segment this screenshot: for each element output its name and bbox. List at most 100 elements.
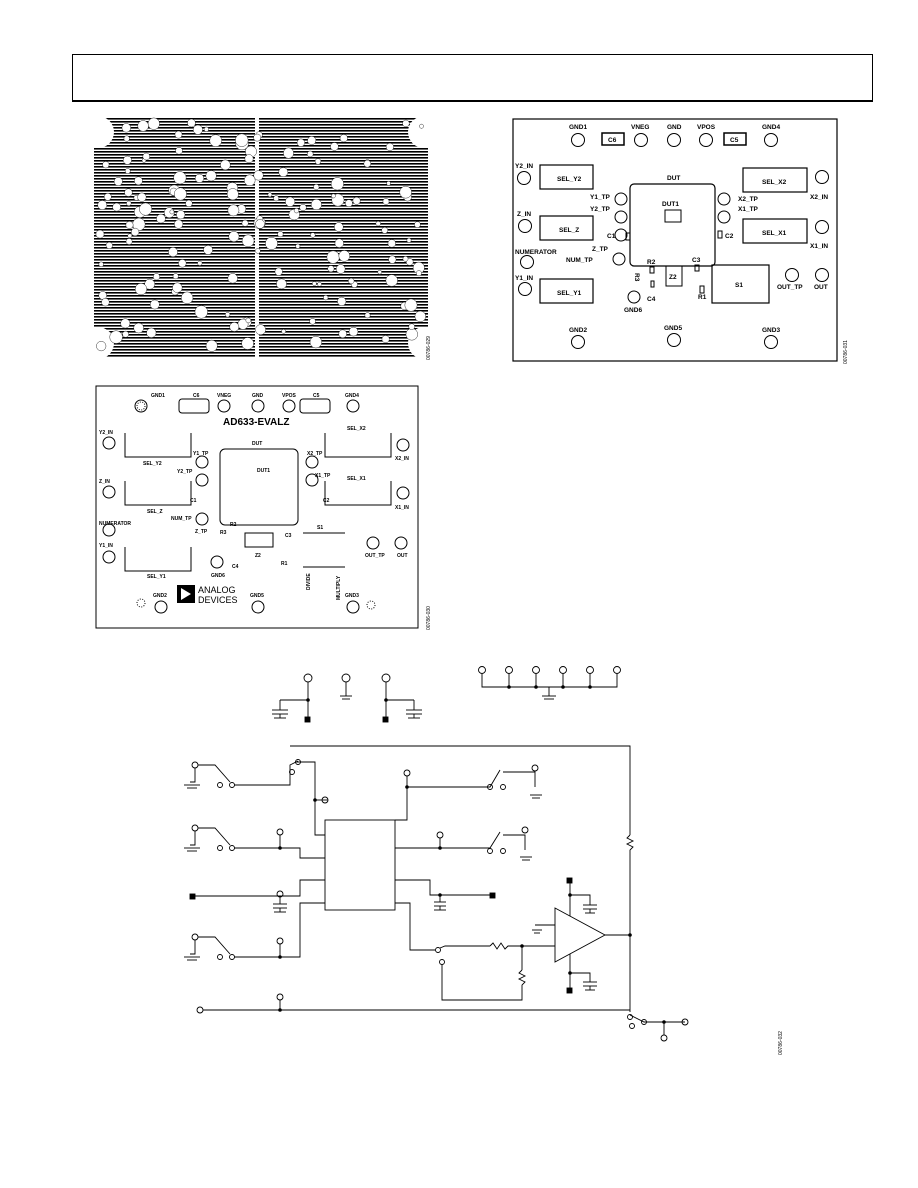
silk-dut1: DUT1 (257, 468, 270, 474)
via-hole (276, 278, 287, 290)
label-out: OUT (814, 284, 828, 291)
silk-pad-z-in (102, 485, 116, 499)
label-y2-tp: Y2_TP (590, 206, 611, 213)
silk-dotted-pad (136, 401, 146, 411)
via-hole (194, 305, 208, 319)
tp-gnd3 (764, 335, 778, 349)
silk-dut-socket (219, 448, 299, 526)
silk-switch-x2 (324, 433, 392, 458)
tp-y1 (614, 192, 628, 206)
tp-x1 (717, 210, 731, 224)
silk-pad-out-tp (366, 536, 380, 550)
silk-pad-y2-tp (195, 473, 209, 487)
via-hole (314, 158, 322, 165)
via-hole (109, 330, 123, 344)
dut1-package (664, 209, 682, 223)
copper-pour (94, 117, 428, 358)
figure-id-assembly: 00786-031 (843, 340, 849, 364)
silk-cap-c5 (299, 398, 331, 414)
res-r2 (649, 266, 655, 274)
silk-pad-x2-tp (305, 455, 319, 469)
silk-s1: S1 (317, 525, 323, 531)
via-hole (178, 259, 187, 268)
tp-gnd6 (627, 290, 641, 304)
via-hole (312, 281, 317, 286)
silk-num-tp: NUM_TP (171, 516, 192, 522)
tp-x1-in (815, 220, 829, 234)
via-hole (205, 339, 218, 352)
label-z-tp: Z_TP (592, 246, 609, 253)
copper-layer-svg (82, 116, 440, 359)
tp-x2 (717, 192, 731, 206)
silk-vpos: VPOS (282, 393, 297, 399)
label-c4: C4 (647, 296, 656, 303)
silk-reg-z2 (244, 532, 274, 548)
silk-cap-c6 (178, 398, 210, 414)
label-c1: C1 (607, 233, 616, 240)
label-z2: Z2 (669, 274, 677, 281)
label-dut: DUT (667, 175, 680, 182)
via-hole (153, 273, 161, 281)
silkscreen-svg: GND1 C6 VNEG GND VPOS C5 GND4 AD633-EVAL… (95, 385, 419, 629)
silk-sel-x1: SEL_X1 (347, 476, 366, 482)
via-hole (296, 138, 305, 147)
label-c6: C6 (608, 137, 617, 144)
via-hole (185, 199, 193, 208)
label-s1: S1 (735, 282, 743, 289)
switch-sel-x1 (742, 218, 808, 244)
silk-pad-x1-in (396, 486, 410, 500)
via-hole (112, 202, 122, 212)
silk-pad-x1-tp (305, 473, 319, 487)
silk-board-name: AD633-EVALZ (223, 417, 290, 428)
silk-z2: Z2 (255, 553, 261, 559)
via-hole (101, 298, 110, 307)
via-hole (388, 255, 397, 264)
via-hole (377, 269, 382, 275)
silk-pad-gnd5 (251, 600, 265, 614)
via-hole (385, 274, 398, 287)
label-gnd: GND (667, 124, 682, 131)
label-sel-x1: SEL_X1 (762, 230, 787, 237)
via-hole (137, 192, 147, 202)
via-hole (144, 278, 156, 290)
reg-z2 (665, 265, 683, 287)
via-hole (142, 152, 150, 161)
via-hole (419, 123, 424, 129)
silk-switch-x1 (324, 481, 392, 506)
via-hole (339, 134, 348, 143)
silk-gnd2: GND2 (153, 593, 167, 599)
via-hole (330, 177, 344, 191)
via-hole (176, 210, 186, 220)
via-hole (225, 312, 231, 318)
via-hole (123, 155, 132, 165)
output-select-switch (627, 935, 689, 1042)
silk-divide: DIVIDE (306, 573, 312, 590)
via-hole (295, 243, 301, 249)
label-sel-y1: SEL_Y1 (557, 290, 582, 297)
silk-pad-num-tp (195, 512, 209, 526)
switch-sel-y2 (539, 164, 594, 190)
silk-sel-x2: SEL_X2 (347, 426, 366, 432)
silk-pad-gnd6 (210, 555, 224, 569)
via-hole (310, 198, 322, 210)
label-num-tp: NUM_TP (566, 257, 593, 264)
tp-numerator (520, 255, 534, 269)
silk-z-in: Z_IN (99, 479, 110, 485)
silk-x2-tp: X2_TP (307, 451, 323, 457)
via-hole (404, 298, 418, 312)
cap-c6 (601, 132, 625, 146)
silk-out: OUT (397, 553, 408, 559)
via-hole (227, 273, 238, 284)
silk-sel-z: SEL_Z (147, 509, 163, 515)
via-hole (364, 312, 371, 319)
via-hole (122, 330, 129, 338)
via-hole (330, 142, 339, 151)
silk-c5: C5 (313, 393, 320, 399)
via-hole (229, 322, 240, 332)
via-hole (387, 239, 396, 248)
bottom-rail (196, 993, 630, 1014)
via-hole (168, 247, 178, 257)
via-hole (134, 176, 143, 186)
silk-pad-y1-tp (195, 455, 209, 469)
silk-pad-out (394, 536, 408, 550)
